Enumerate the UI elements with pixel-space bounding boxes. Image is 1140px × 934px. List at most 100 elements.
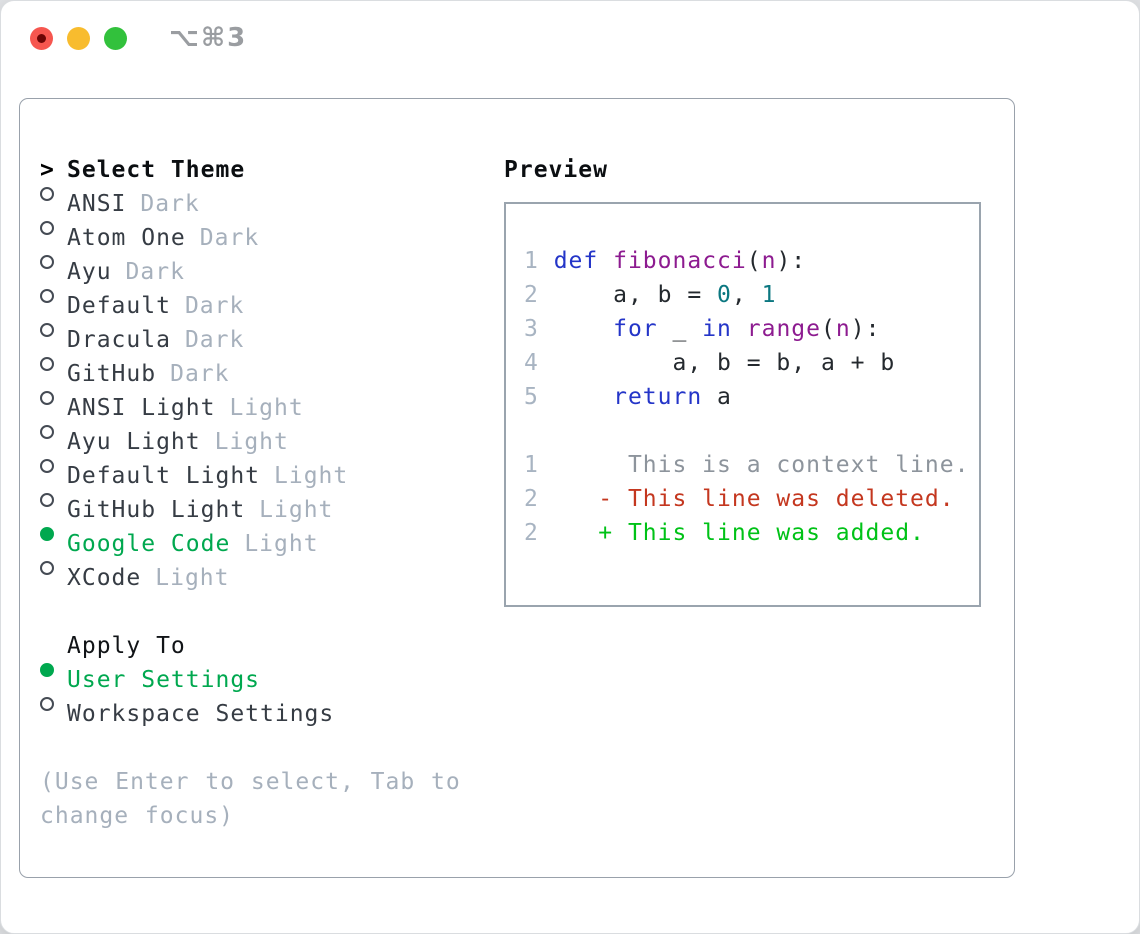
theme-variant: Dark (125, 259, 185, 285)
theme-name: Dracula (67, 327, 171, 353)
theme-variant: Dark (184, 293, 245, 319)
theme-name: Atom One (67, 225, 186, 251)
apply-option-label: Workspace Settings (67, 701, 335, 727)
code-token: a (702, 384, 732, 410)
theme-item-atom-one[interactable]: Atom One Dark (40, 221, 474, 255)
code-token: _ (657, 316, 703, 342)
apply-to-header: Apply To (40, 629, 474, 663)
theme-item-ansi[interactable]: ANSI Dark (40, 187, 474, 221)
code-token: ): (850, 316, 881, 342)
radio-icon (40, 255, 54, 269)
theme-name: ANSI (67, 191, 127, 217)
line-number: 1 (524, 248, 554, 274)
radio-icon (40, 459, 54, 473)
window-title: ⌥⌘3 (169, 23, 248, 53)
diff-line-ctx: 1 This is a context line. (524, 448, 979, 482)
code-token: 1 (761, 282, 777, 308)
theme-name: GitHub Light (67, 497, 246, 523)
code-line: 2 a, b = 0, 1 (524, 278, 979, 312)
diff-text: + This line was added. (538, 520, 925, 546)
radio-icon (40, 289, 54, 303)
code-token (732, 316, 747, 342)
theme-variant: Dark (170, 361, 230, 387)
theme-item-default[interactable]: Default Dark (40, 289, 474, 323)
theme-item-default-light[interactable]: Default Light Light (40, 459, 474, 493)
radio-icon (40, 221, 54, 235)
code-token: a, b = (553, 282, 718, 308)
apply-to-title: Apply To (67, 633, 186, 659)
line-number: 2 (524, 520, 539, 546)
code-token: ): (776, 248, 807, 274)
theme-variant: Light (274, 463, 349, 489)
line-number: 3 (524, 316, 554, 342)
apply-option-workspace-settings[interactable]: Workspace Settings (40, 697, 474, 731)
code-token: 0 (717, 282, 732, 308)
theme-name: ANSI Light (67, 395, 216, 421)
select-theme-title: Select Theme (67, 157, 246, 183)
radio-icon (40, 561, 54, 575)
theme-variant: Dark (140, 191, 200, 217)
code-token: n (761, 248, 777, 274)
theme-item-google-code[interactable]: Google Code Light (40, 527, 474, 561)
diff-block: 1 This is a context line. 2 - This line w… (524, 448, 979, 550)
minimize-button[interactable] (67, 27, 90, 50)
code-token: def (553, 248, 599, 274)
radio-icon (40, 323, 54, 337)
line-number: 2 (524, 282, 554, 308)
select-theme-header: > Select Theme (40, 153, 474, 187)
theme-variant: Light (244, 531, 319, 557)
theme-name: Default Light (67, 463, 261, 489)
diff-text: This is a context line. (538, 452, 970, 478)
radio-icon (40, 357, 54, 371)
diff-line-add: 2 + This line was added. (524, 516, 979, 550)
theme-item-github-light[interactable]: GitHub Light Light (40, 493, 474, 527)
theme-variant: Light (155, 565, 230, 591)
line-number: 4 (524, 350, 554, 376)
theme-name: Default (67, 293, 171, 319)
code-token: n (835, 316, 851, 342)
theme-name: Ayu Light (67, 429, 201, 455)
preview-section: Preview 1 def fibonacci(n):2 a, b = 0, 1… (504, 153, 999, 607)
code-token: , (731, 282, 762, 308)
radio-icon (40, 493, 54, 507)
code-token: a, b = b, a + b (553, 350, 896, 376)
theme-variant: Light (259, 497, 334, 523)
close-dot-icon (37, 34, 46, 43)
zoom-button[interactable] (104, 27, 127, 50)
code-token: in (702, 316, 732, 342)
line-number: 5 (524, 384, 554, 410)
apply-option-user-settings[interactable]: User Settings (40, 663, 474, 697)
code-token (554, 384, 613, 410)
titlebar: ⌥⌘3 (1, 1, 1139, 77)
code-line: 4 a, b = b, a + b (524, 346, 979, 380)
code-line: 3 for _ in range(n): (524, 312, 979, 346)
close-button[interactable] (30, 27, 53, 50)
help-text: (Use Enter to select, Tab to change focu… (40, 769, 461, 829)
code-token: ( (821, 316, 836, 342)
code-line: 1 def fibonacci(n): (524, 244, 979, 278)
code-line: 5 return a (524, 380, 979, 414)
selection-caret-icon: > (40, 157, 55, 183)
code-token: return (613, 384, 703, 410)
radio-icon (40, 187, 54, 201)
radio-icon (40, 391, 54, 405)
diff-text: - This line was deleted. (538, 486, 955, 512)
theme-variant: Dark (199, 225, 260, 251)
radio-icon (40, 697, 54, 711)
apply-option-label: User Settings (67, 667, 261, 693)
theme-name: Google Code (67, 531, 231, 557)
line-number: 2 (524, 486, 539, 512)
code-token: range (746, 316, 821, 342)
